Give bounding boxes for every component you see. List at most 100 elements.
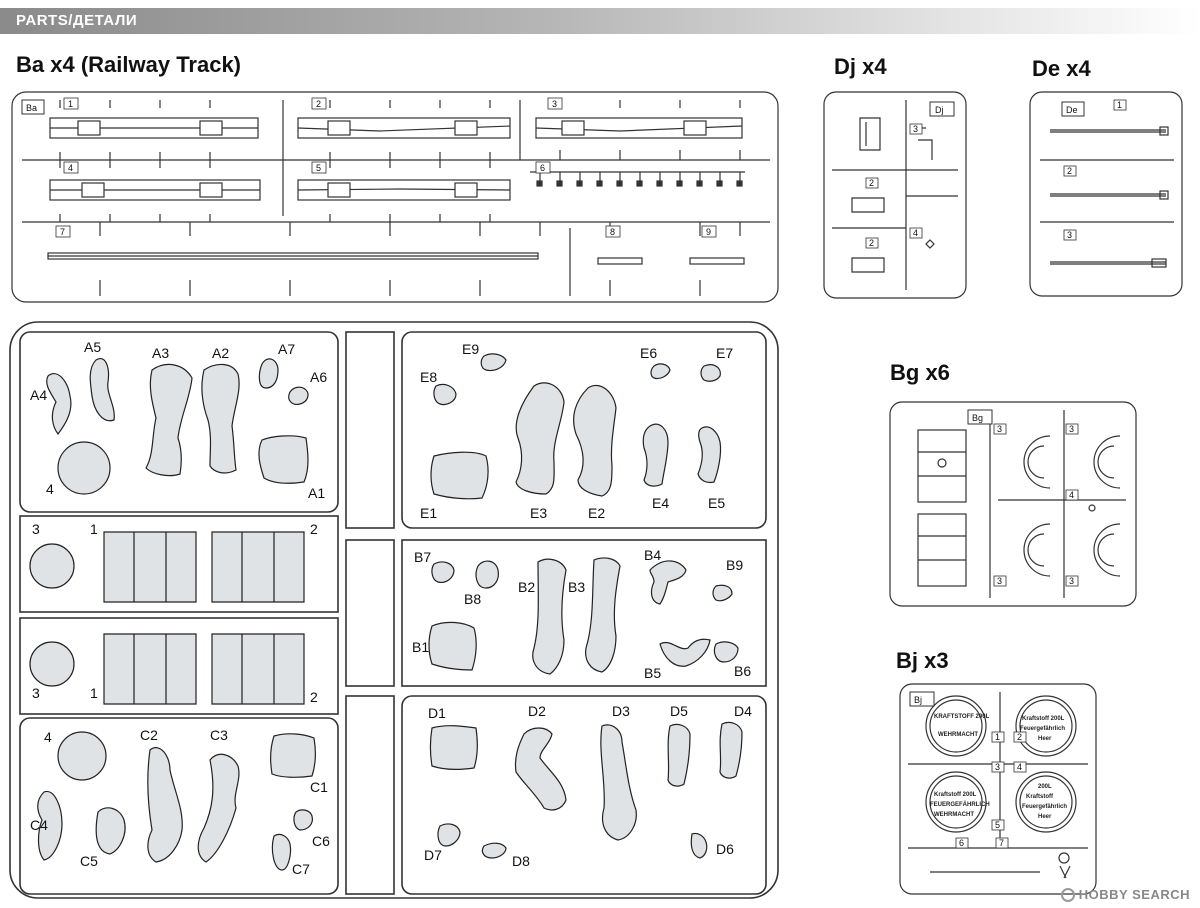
bj-stamp-3-line-3: WEHRMACHT: [934, 812, 974, 818]
ba-tag-5: 5: [316, 163, 321, 173]
label-e8: E8: [420, 369, 437, 385]
label-d2: D2: [528, 703, 546, 719]
sprue-de-title: De x4: [1032, 56, 1091, 81]
bj-stamp-4-line-1: 200L: [1038, 784, 1052, 790]
ba-tag-8: 8: [610, 227, 615, 237]
sprue-bg-frame: [889, 401, 1137, 607]
bj-tag-5: 5: [995, 820, 1000, 830]
ba-part-8: [597, 257, 643, 265]
label-e9: E9: [462, 341, 479, 357]
header-title: PARTS/ДЕТАЛИ: [16, 12, 138, 29]
dj-tag-a: 2: [869, 178, 874, 188]
ba-rail-2: [297, 117, 511, 139]
ba-tag-4: 4: [68, 163, 73, 173]
label-d8: D8: [512, 853, 530, 869]
sprue-ba-frame: [11, 91, 779, 303]
label-d3: D3: [612, 703, 630, 719]
ba-tag-9: 9: [706, 227, 711, 237]
label-b2: B2: [518, 579, 535, 595]
part-number-tag-text: 1 2 3 4 5 6 7 8 9 2 2 3 4 1 2 3 3 3 3 3 …: [60, 99, 1122, 848]
dj-tag-b: 2: [869, 238, 874, 248]
label-a5: A5: [84, 339, 101, 355]
watermark: HOBBY SEARCH: [1060, 887, 1190, 902]
label-a7: A7: [278, 341, 295, 357]
ba-tag-6: 6: [540, 163, 545, 173]
label-c6: C6: [312, 833, 330, 849]
figure-part-labels: A5 A3 A2 A7 A6 A4 A1 4 3 1 2 3 1 2 4 C2 …: [30, 339, 752, 877]
part-number-tags: [55, 97, 1127, 849]
sprue-ba-title: Ba x4 (Railway Track): [16, 52, 242, 77]
header-bar: [0, 8, 1200, 34]
label-d1: D1: [428, 705, 446, 721]
sprue-bj-frame: [899, 683, 1097, 895]
label-d5: D5: [670, 703, 688, 719]
de-tag-1: 1: [1117, 100, 1122, 110]
bj-tag-3: 3: [995, 762, 1000, 772]
label-e5: E5: [708, 495, 725, 511]
sprue-codes: Ba Dj De Bg Bj: [21, 99, 1085, 707]
ba-tag-1: 1: [68, 99, 73, 109]
label-c4: C4: [30, 817, 48, 833]
ba-rail-5: [297, 179, 511, 201]
bg-tag-c: 3: [997, 576, 1002, 586]
label-b1: B1: [412, 639, 429, 655]
ba-tag-2: 2: [316, 99, 321, 109]
dj-code: Dj: [935, 105, 944, 115]
label-c1: C1: [310, 779, 328, 795]
label-b9: B9: [726, 557, 743, 573]
label-e1: E1: [420, 505, 437, 521]
bj-tag-7: 7: [999, 838, 1004, 848]
label-a6: A6: [310, 369, 327, 385]
bj-tag-2: 2: [1017, 732, 1022, 742]
label-drum-1b: 1: [90, 685, 98, 701]
bj-stamps: KRAFTSTOFF 200L WEHRMACHT Kraftstoff 200…: [930, 714, 1067, 820]
bj-stamp-1-line-2: WEHRMACHT: [938, 732, 978, 738]
label-e4: E4: [652, 495, 669, 511]
dj-tag-c: 3: [913, 124, 918, 134]
bj-stamp-4-line-3: Feuergefährlich: [1022, 804, 1067, 810]
label-a3: A3: [152, 345, 169, 361]
label-b6: B6: [734, 663, 751, 679]
watermark-text: HOBBY SEARCH: [1078, 887, 1190, 902]
sprue-de-frame: [1029, 91, 1183, 297]
sprue-dj-frame: [823, 91, 967, 299]
label-c5: C5: [80, 853, 98, 869]
dj-tag-d: 4: [913, 228, 918, 238]
bj-stamp-2-line-3: Heer: [1038, 736, 1052, 742]
label-b8: B8: [464, 591, 481, 607]
bj-stamp-4-line-2: Kraftstoff: [1026, 794, 1054, 800]
ba-rail-4: [49, 179, 261, 201]
sprue-bj-title: Bj x3: [896, 648, 949, 673]
de-code: De: [1066, 105, 1078, 115]
bj-stamp-3-line-1: Kraftstoff 200L: [934, 792, 977, 798]
label-a-disc-4: 4: [46, 481, 54, 497]
label-a2: A2: [212, 345, 229, 361]
label-e3: E3: [530, 505, 547, 521]
label-drum-3b: 3: [32, 685, 40, 701]
sprue-bg-title: Bg x6: [890, 360, 950, 385]
bj-stamp-4-line-4: Heer: [1038, 814, 1052, 820]
label-d4: D4: [734, 703, 752, 719]
label-b3: B3: [568, 579, 585, 595]
bj-code: Bj: [914, 695, 922, 705]
label-c2: C2: [140, 727, 158, 743]
ba-part-9: [689, 257, 745, 265]
label-drum-2a: 2: [310, 521, 318, 537]
label-a1: A1: [308, 485, 325, 501]
label-c7: C7: [292, 861, 310, 877]
ba-rail-1: [49, 117, 259, 139]
figure-parts: [29, 353, 743, 871]
label-e7: E7: [716, 345, 733, 361]
bj-stamp-1-line-1: KRAFTSTOFF 200L: [934, 714, 990, 720]
bj-stamp-3-line-2: FEUERGEFÄHRLICH: [930, 801, 990, 808]
bj-tag-6: 6: [959, 838, 964, 848]
ba-part-7-long-rail: [47, 252, 539, 260]
bj-stamp-2-line-1: Kraftstoff 200L: [1022, 716, 1065, 722]
label-a4: A4: [30, 387, 47, 403]
de-tag-3: 3: [1067, 230, 1072, 240]
bj-stamp-2-line-2: Feuergefährlich: [1020, 726, 1065, 732]
label-b5: B5: [644, 665, 661, 681]
label-drum-1a: 1: [90, 521, 98, 537]
de-tag-2: 2: [1067, 166, 1072, 176]
bj-tag-1: 1: [995, 732, 1000, 742]
